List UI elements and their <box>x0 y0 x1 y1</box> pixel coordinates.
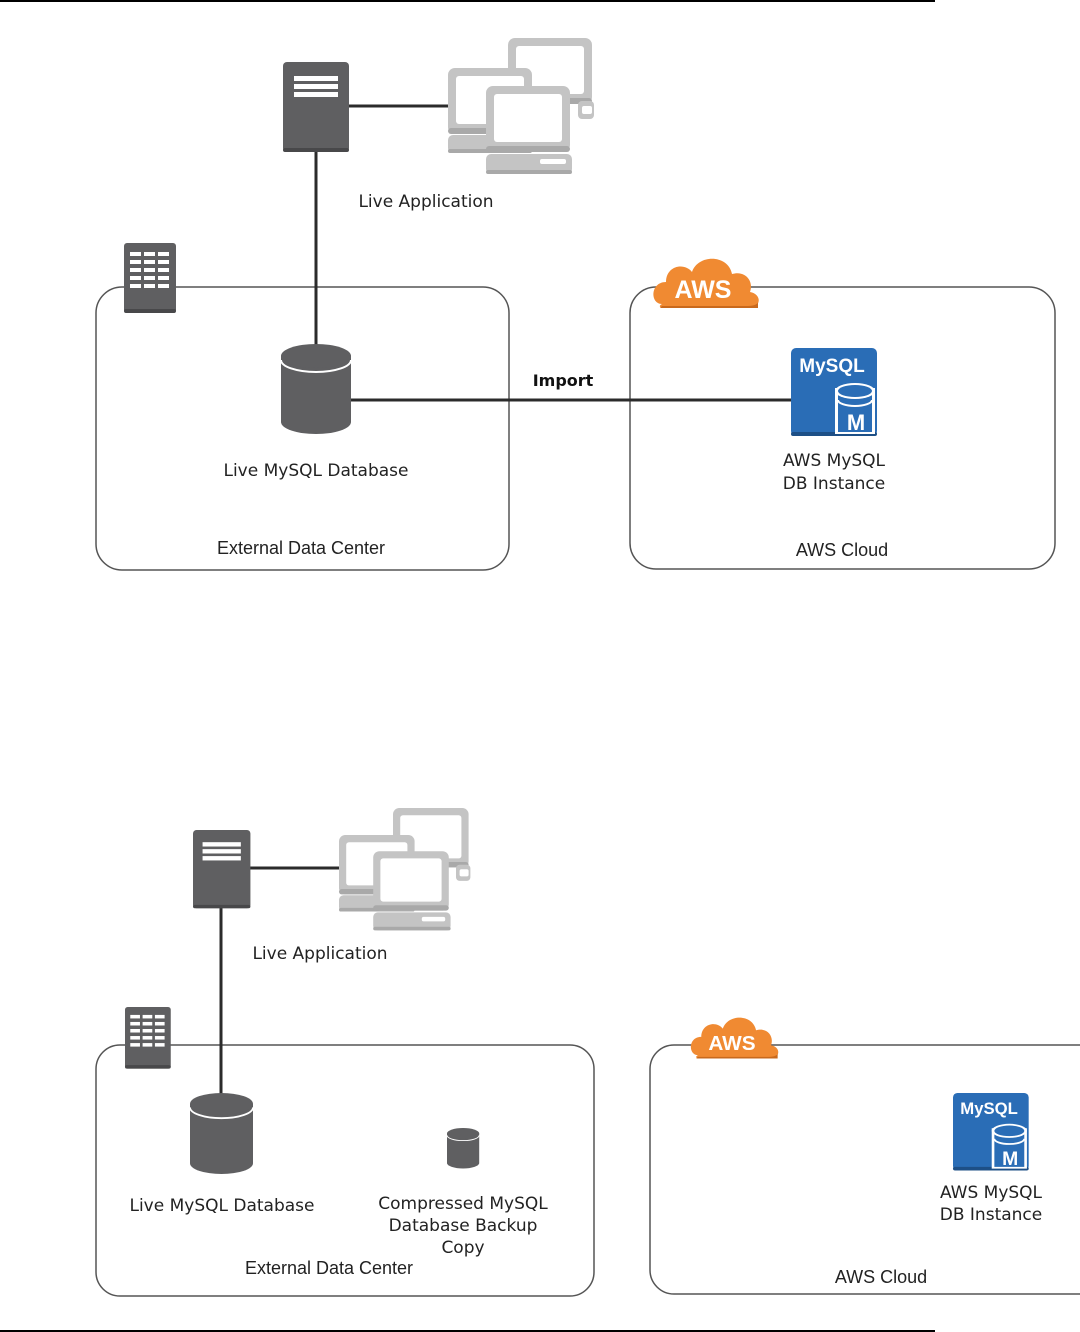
aws-instance-label-line1: AWS MySQL <box>783 451 886 471</box>
aws-badge-text: AWS <box>675 276 732 304</box>
external-data-center-box <box>95 1044 595 1297</box>
data-center-label: External Data Center <box>217 538 385 558</box>
aws-instance-label-line2: DB Instance <box>940 1205 1042 1225</box>
backup-label-line1: Compressed MySQL <box>378 1194 548 1214</box>
mysql-tile-letter: M <box>847 410 865 435</box>
live-database-label: Live MySQL Database <box>223 461 408 481</box>
aws-cloud-badge-icon: AWS <box>690 1017 779 1059</box>
mysql-tile-letter: M <box>1002 1148 1018 1170</box>
top-diagram: Live Application Live MySQL Database Ext… <box>95 38 1056 571</box>
app-server-icon <box>193 830 251 909</box>
client-computers-icon <box>448 38 594 174</box>
app-server-icon <box>283 62 349 152</box>
client-computers-icon <box>339 808 470 930</box>
aws-badge-text: AWS <box>708 1032 755 1055</box>
aws-cloud-label: AWS Cloud <box>835 1267 927 1287</box>
live-database-icon <box>280 343 352 435</box>
mysql-tile-text: MySQL <box>960 1099 1018 1118</box>
data-center-building-icon <box>124 243 176 313</box>
mysql-instance-icon: MySQL M <box>952 1092 1030 1172</box>
mysql-tile-text: MySQL <box>799 356 865 377</box>
import-label: Import <box>533 371 594 390</box>
live-application-label: Live Application <box>358 192 493 212</box>
aws-cloud-badge-icon: AWS <box>653 258 759 308</box>
data-center-building-icon <box>125 1007 171 1069</box>
backup-label-line3: Copy <box>441 1238 484 1258</box>
aws-cloud-box <box>629 286 1056 570</box>
live-database-label: Live MySQL Database <box>129 1196 314 1216</box>
aws-cloud-label: AWS Cloud <box>796 540 888 560</box>
data-center-label: External Data Center <box>245 1258 413 1278</box>
bottom-diagram: Live Application Live MySQL Database Com… <box>95 808 1080 1297</box>
backup-database-icon <box>446 1127 480 1169</box>
live-application-label: Live Application <box>252 944 387 964</box>
mysql-instance-icon: MySQL M <box>790 347 878 437</box>
external-data-center-box <box>95 286 510 571</box>
aws-cloud-box <box>649 1044 1080 1295</box>
aws-instance-label-line2: DB Instance <box>783 474 885 494</box>
live-database-icon <box>189 1092 254 1175</box>
backup-label-line2: Database Backup <box>389 1216 538 1236</box>
aws-instance-label-line1: AWS MySQL <box>940 1183 1043 1203</box>
